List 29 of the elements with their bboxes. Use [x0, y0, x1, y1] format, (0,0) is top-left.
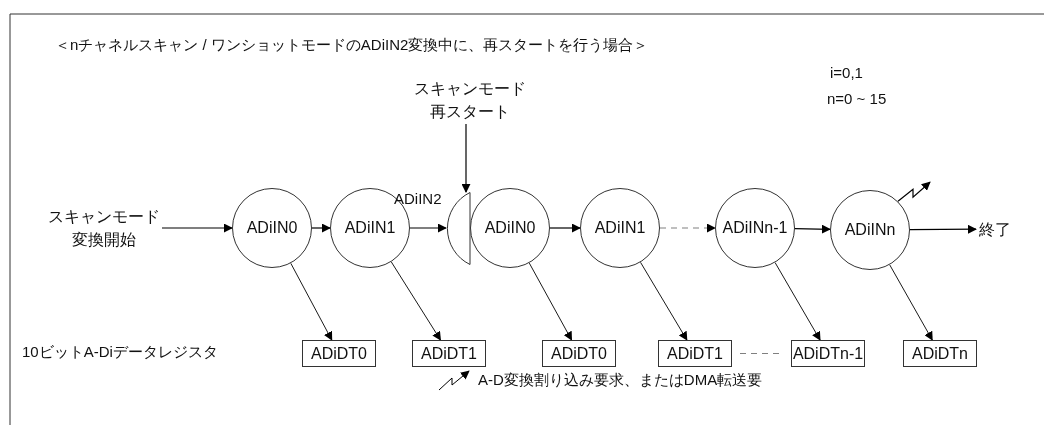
- register-box: ADiDTn: [903, 340, 977, 367]
- register-box: ADiDT1: [658, 340, 732, 367]
- channel-circle: ADiINn-1: [715, 188, 795, 268]
- restart-label: スキャンモード再スタート: [412, 76, 528, 124]
- annotation-label: 10ビットA-Diデータレジスタ: [22, 343, 218, 362]
- arrow: [311, 223, 331, 233]
- channel-circle: ADiINn: [830, 190, 910, 270]
- start-label: スキャンモード変換開始: [46, 204, 162, 252]
- register-box: ADiDT1: [412, 340, 486, 367]
- arrow: [409, 223, 447, 233]
- arrow: [897, 181, 931, 202]
- arrow: [794, 224, 831, 234]
- channel-circle: ADiIN0: [232, 188, 312, 268]
- legend-text: A-D変換割り込み要求、またはDMA転送要: [478, 371, 763, 390]
- end-label: 終了: [976, 216, 1014, 242]
- arrow: [909, 224, 977, 234]
- restart-crescent: [446, 192, 471, 265]
- port-label: ADiIN2: [394, 190, 442, 207]
- annotation-label: n=0 ~ 15: [827, 90, 887, 107]
- register-box: ADiDT0: [302, 340, 376, 367]
- register-box: ADiDT0: [542, 340, 616, 367]
- arrow: [161, 223, 233, 233]
- arrow: [461, 123, 471, 193]
- channel-circle: ADiIN1: [580, 188, 660, 268]
- register-box: ADiDTn-1: [791, 340, 865, 367]
- arrow: [659, 223, 716, 233]
- title: ＜nチャネルスキャン / ワンショットモードのADiIN2変換中に、再スタートを行う場合＞: [55, 36, 649, 55]
- arrow: [549, 223, 581, 233]
- annotation-label: i=0,1: [830, 64, 863, 81]
